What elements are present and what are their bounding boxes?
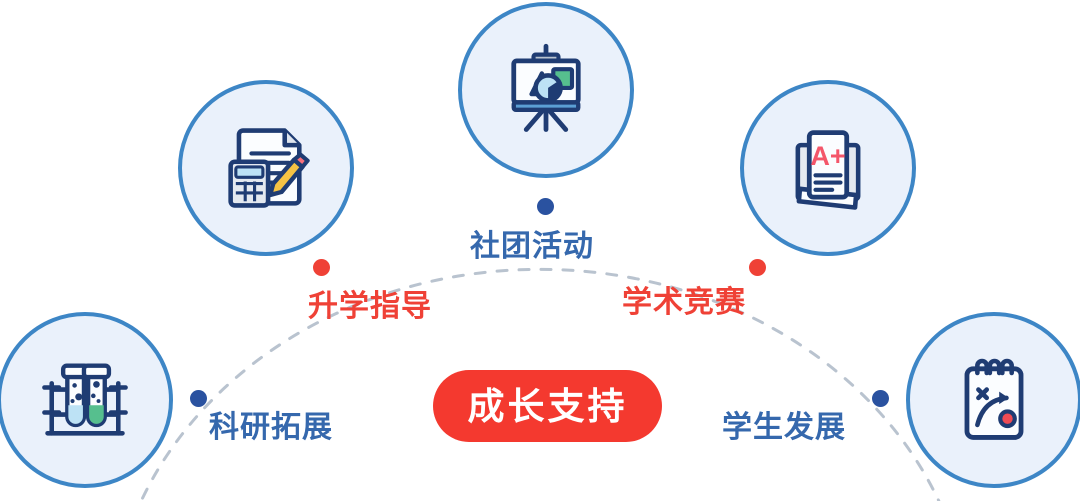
calculator-document-pencil-icon <box>214 116 318 220</box>
node-dot-admission-guidance <box>313 259 330 276</box>
bubble-academic-competition[interactable]: A+ <box>740 80 916 256</box>
center-badge-label: 成长支持 <box>467 385 628 427</box>
bubble-student-development[interactable] <box>906 312 1080 488</box>
bubble-club-activities[interactable] <box>458 2 634 178</box>
label-club-activities: 社团活动 <box>470 230 594 263</box>
node-dot-club-activities <box>537 198 554 215</box>
label-research-expansion: 科研拓展 <box>209 411 333 444</box>
notepad-strategy-icon <box>942 348 1046 452</box>
center-badge[interactable]: 成长支持 <box>433 370 662 442</box>
a-plus-papers-icon: A+ <box>776 116 880 220</box>
label-academic-competition: 学术竞赛 <box>622 286 746 319</box>
bubble-admission-guidance[interactable] <box>178 80 354 256</box>
test-tubes-icon <box>33 348 137 452</box>
node-dot-research-expansion <box>190 390 207 407</box>
easel-presentation-icon <box>494 38 598 142</box>
bubble-research-expansion[interactable] <box>0 312 173 488</box>
label-student-development: 学生发展 <box>722 411 846 444</box>
label-admission-guidance: 升学指导 <box>308 290 432 323</box>
svg-text:A+: A+ <box>810 141 845 171</box>
node-dot-student-development <box>872 390 889 407</box>
node-dot-academic-competition <box>749 259 766 276</box>
